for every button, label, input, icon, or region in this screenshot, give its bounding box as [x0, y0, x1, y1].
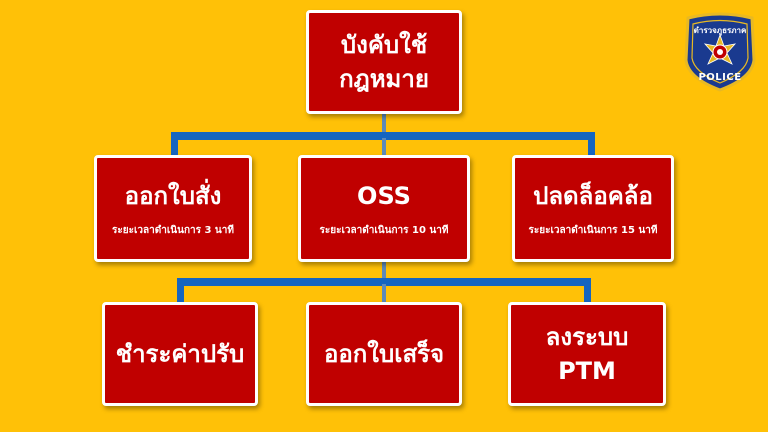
node-wheel-unlock: ปลดล็อคล้อ ระยะเวลาดำเนินการ 15 นาที: [512, 155, 674, 262]
node-issue-ticket: ออกใบสั่ง ระยะเวลาดำเนินการ 3 นาที: [94, 155, 252, 262]
node-line-2: PTM: [558, 357, 616, 385]
node-pay-fine: ชำระค่าปรับ: [102, 302, 258, 406]
node-duration: ระยะเวลาดำเนินการ 15 นาที: [528, 225, 658, 236]
node-title: ปลดล็อคล้อ: [533, 182, 653, 210]
level2-drop-right: [584, 280, 591, 304]
node-line-1: ลงระบบ: [545, 323, 629, 351]
badge-top-text: ตำรวจภูธรภาค: [693, 26, 747, 35]
node-title: ออกใบสั่ง: [124, 182, 222, 210]
level2-drop-center: [382, 284, 386, 304]
root-node: บังคับใช้ กฎหมาย: [306, 10, 462, 114]
level1-drop-center: [382, 138, 386, 158]
root-line-2: กฎหมาย: [339, 65, 429, 93]
police-badge-icon: [684, 12, 756, 92]
node-duration: ระยะเวลาดำเนินการ 10 นาที: [319, 225, 449, 236]
node-ptm-entry: ลงระบบ PTM: [508, 302, 666, 406]
badge-bottom-text: POLICE: [698, 72, 742, 83]
level1-drop-right: [588, 134, 595, 158]
root-connector: [382, 112, 386, 134]
root-line-1: บังคับใช้: [340, 31, 428, 59]
node-title: OSS: [357, 182, 411, 210]
level2-drop-left: [177, 280, 184, 304]
level1-drop-left: [171, 134, 178, 158]
oss-connector: [382, 262, 386, 280]
node-issue-receipt: ออกใบเสร็จ: [306, 302, 462, 406]
police-badge-logo: ตำรวจภูธรภาค POLICE: [682, 12, 758, 92]
level2-bus: [177, 278, 591, 286]
node-duration: ระยะเวลาดำเนินการ 3 นาที: [112, 225, 234, 236]
level1-bus: [171, 132, 595, 140]
node-line-1: ชำระค่าปรับ: [115, 340, 245, 368]
node-line-1: ออกใบเสร็จ: [323, 340, 445, 368]
node-oss: OSS ระยะเวลาดำเนินการ 10 นาที: [298, 155, 470, 262]
